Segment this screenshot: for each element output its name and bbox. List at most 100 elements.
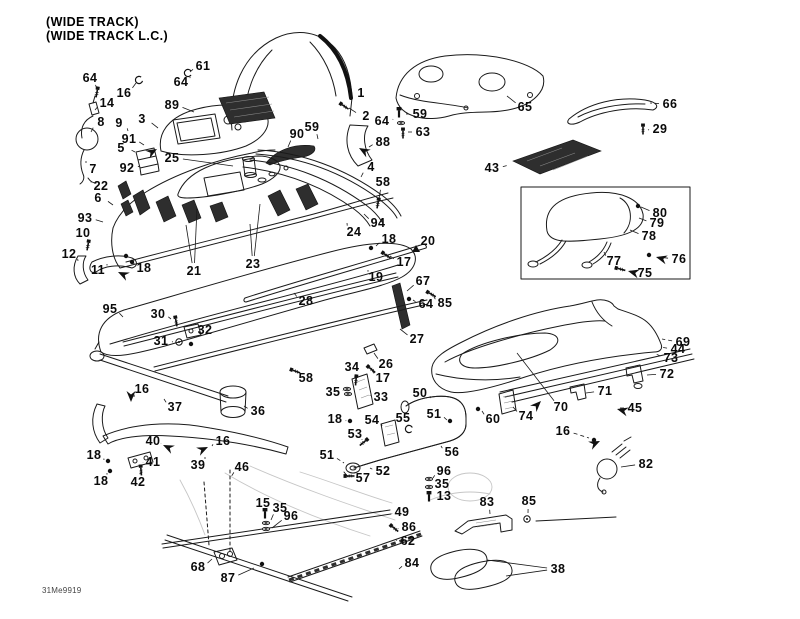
tunnel-floor bbox=[161, 509, 423, 602]
part-label-58: 58 bbox=[298, 370, 314, 385]
washer-icon bbox=[342, 386, 352, 392]
strap-spring bbox=[596, 436, 632, 495]
direction-arrow-icon bbox=[118, 272, 130, 281]
rear-pads bbox=[430, 548, 513, 590]
part-label-55: 55 bbox=[395, 410, 411, 425]
nut-icon bbox=[175, 338, 183, 346]
part-label-17: 17 bbox=[375, 370, 391, 385]
screw-icon bbox=[401, 127, 405, 139]
hood-dash bbox=[177, 155, 289, 199]
part-label-59: 59 bbox=[304, 119, 320, 134]
part-label-30: 30 bbox=[150, 306, 166, 321]
title-line-2: (WIDE TRACK L.C.) bbox=[46, 28, 169, 43]
part-label-65: 65 bbox=[517, 99, 533, 114]
direction-arrow-icon bbox=[145, 149, 157, 159]
screw-icon bbox=[375, 197, 381, 209]
rivet-icon bbox=[591, 437, 597, 443]
part-label-12: 12 bbox=[61, 246, 77, 261]
part-label-15: 15 bbox=[255, 495, 271, 510]
part-label-53: 53 bbox=[347, 426, 363, 441]
rivet-icon bbox=[347, 418, 353, 424]
part-label-11: 11 bbox=[90, 262, 106, 277]
clip-icon bbox=[183, 68, 192, 78]
part-label-66: 66 bbox=[662, 96, 678, 111]
part-label-25: 25 bbox=[164, 150, 180, 165]
part-label-28: 28 bbox=[298, 293, 314, 308]
part-label-29: 29 bbox=[652, 121, 668, 136]
part-label-7: 7 bbox=[89, 161, 97, 176]
rivet-icon bbox=[646, 252, 652, 258]
belly-pan bbox=[395, 54, 545, 119]
part-label-70: 70 bbox=[553, 399, 569, 414]
washer-icon bbox=[396, 120, 406, 126]
hood bbox=[111, 149, 402, 269]
screw-icon bbox=[343, 474, 355, 478]
direction-arrow-icon bbox=[126, 391, 136, 402]
screw-icon bbox=[365, 364, 376, 374]
seat-brackets bbox=[363, 343, 644, 415]
part-label-92: 92 bbox=[119, 160, 135, 175]
bolt-icon bbox=[426, 491, 432, 502]
part-label-19: 19 bbox=[368, 269, 384, 284]
part-label-83: 83 bbox=[479, 494, 495, 509]
screw-icon bbox=[94, 86, 100, 98]
direction-arrow-icon bbox=[588, 441, 600, 450]
part-label-18: 18 bbox=[86, 447, 102, 462]
deflector bbox=[567, 98, 658, 125]
direction-arrow-icon bbox=[656, 255, 668, 265]
cable-and-hooks bbox=[73, 95, 137, 285]
part-label-64: 64 bbox=[418, 296, 434, 311]
part-label-95: 95 bbox=[102, 301, 118, 316]
part-label-64: 64 bbox=[82, 70, 98, 85]
rivet-icon bbox=[105, 458, 111, 464]
part-label-96: 96 bbox=[436, 463, 452, 478]
part-label-18: 18 bbox=[136, 260, 152, 275]
part-label-27: 27 bbox=[409, 331, 425, 346]
doc-code: 31Me9919 bbox=[42, 586, 82, 595]
part-label-17: 17 bbox=[396, 254, 412, 269]
screw-icon bbox=[138, 464, 143, 476]
screw-icon bbox=[380, 250, 391, 259]
direction-arrow-icon bbox=[628, 269, 640, 279]
part-label-39: 39 bbox=[190, 457, 206, 472]
part-label-64: 64 bbox=[173, 74, 189, 89]
page-title: (WIDE TRACK) (WIDE TRACK L.C.) bbox=[46, 15, 169, 43]
foam-mat bbox=[512, 139, 602, 175]
part-label-90: 90 bbox=[289, 126, 305, 141]
rivet-icon bbox=[368, 245, 374, 251]
screw-icon bbox=[388, 523, 399, 533]
part-label-77: 77 bbox=[606, 253, 622, 268]
part-label-9: 9 bbox=[115, 115, 123, 130]
washer-icon bbox=[343, 391, 353, 397]
rivet-icon bbox=[406, 296, 412, 302]
screw-icon bbox=[353, 374, 359, 386]
part-label-61: 61 bbox=[195, 58, 211, 73]
rivet-icon bbox=[107, 468, 113, 474]
backrest-box bbox=[520, 186, 691, 280]
part-label-22: 22 bbox=[93, 178, 109, 193]
washer-icon bbox=[261, 520, 271, 526]
tri-icon bbox=[412, 245, 420, 252]
part-label-63: 63 bbox=[415, 124, 431, 139]
part-label-26: 26 bbox=[378, 356, 394, 371]
part-label-51: 51 bbox=[319, 447, 335, 462]
part-label-60: 60 bbox=[485, 411, 501, 426]
part-label-4: 4 bbox=[367, 159, 375, 174]
part-label-2: 2 bbox=[362, 108, 370, 123]
washer-icon bbox=[261, 526, 271, 532]
direction-arrow-icon bbox=[359, 148, 371, 158]
screw-icon bbox=[614, 265, 626, 272]
part-label-6: 6 bbox=[94, 190, 102, 205]
part-label-35: 35 bbox=[272, 500, 288, 515]
part-label-72: 72 bbox=[659, 366, 675, 381]
part-label-1: 1 bbox=[357, 85, 365, 100]
part-label-21: 21 bbox=[186, 263, 202, 278]
nut-icon bbox=[523, 515, 531, 523]
trim-strip bbox=[243, 243, 427, 303]
part-label-32: 32 bbox=[197, 322, 213, 337]
part-label-74: 74 bbox=[518, 408, 534, 423]
part-label-54: 54 bbox=[364, 412, 380, 427]
rivet-icon bbox=[447, 418, 453, 424]
